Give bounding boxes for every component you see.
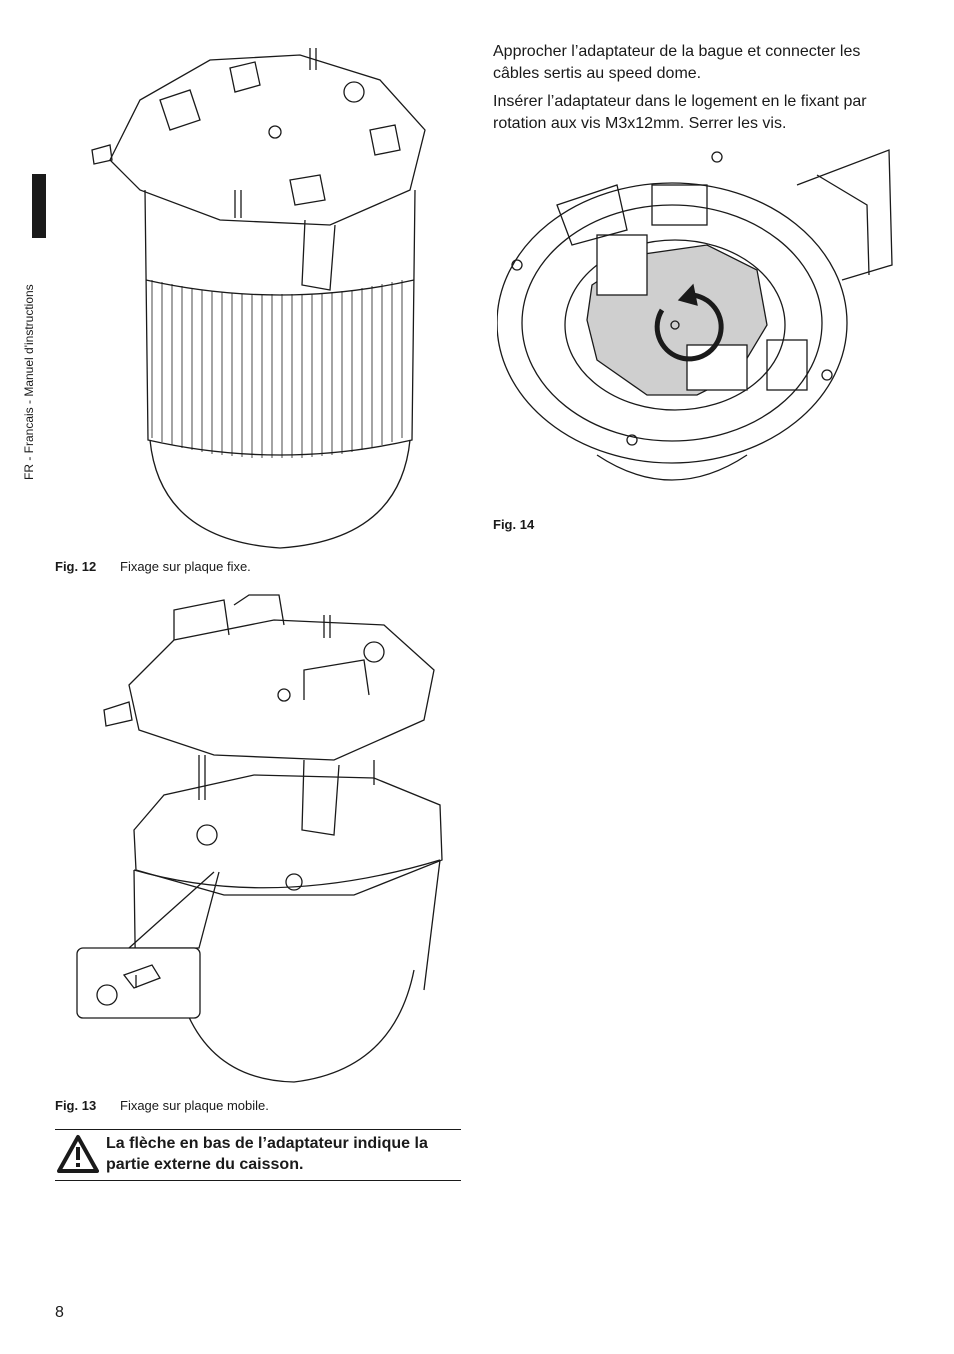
figure-13-text: Fixage sur plaque mobile.: [120, 1098, 269, 1113]
warning-text: La flèche en bas de l’adaptateur indique…: [106, 1135, 428, 1173]
sidebar-label: FR - Francais - Manuel d'instructions: [22, 284, 36, 480]
figure-14-number: Fig. 14: [493, 517, 535, 532]
figure-12-number: Fig. 12: [55, 559, 97, 574]
figure-12-text: Fixage sur plaque fixe.: [120, 559, 251, 574]
figure-13-caption: Fig. 13 Fixage sur plaque mobile.: [55, 1098, 269, 1113]
paragraph-insert: Insérer l’adaptateur dans le logement en…: [493, 93, 867, 132]
figure-14-illustration: [497, 145, 897, 510]
figure-12-illustration: [80, 40, 450, 550]
paragraph-approach: Approcher l’adaptateur de la bague et co…: [493, 43, 861, 82]
figure-13-number: Fig. 13: [55, 1098, 97, 1113]
warning-triangle-icon: [57, 1134, 99, 1174]
warning-box: La flèche en bas de l’adaptateur indique…: [55, 1129, 461, 1181]
figure-13-illustration: [74, 590, 454, 1090]
page-number: 8: [55, 1304, 64, 1321]
figure-14-caption: Fig. 14: [493, 517, 558, 532]
figure-12-caption: Fig. 12 Fixage sur plaque fixe.: [55, 559, 251, 574]
section-marker: [32, 174, 46, 238]
